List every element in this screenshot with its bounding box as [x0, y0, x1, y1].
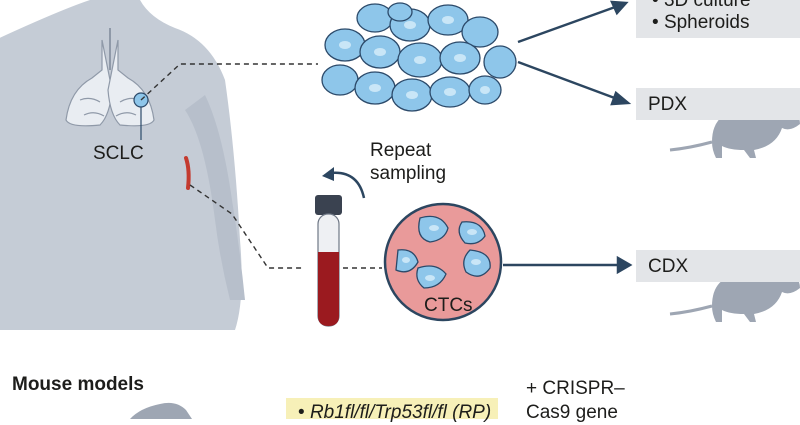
- cell-cluster-icon: [321, 2, 517, 112]
- bullet-icon: •: [652, 0, 664, 11]
- connector-arm-to-tube: [189, 184, 305, 269]
- curved-arrow-icon: [322, 167, 366, 199]
- blood-tube-icon: [315, 195, 342, 327]
- ctc-circle-icon: [383, 202, 503, 322]
- culture-list: • 3D culture • Spheroids: [652, 0, 751, 34]
- culture-item-1: • 3D culture: [652, 0, 751, 12]
- repeat-sampling-label: Repeat sampling: [370, 139, 446, 185]
- cdx-label: CDX: [648, 256, 689, 277]
- repeat-line2: sampling: [370, 163, 447, 184]
- crispr-line2: Cas9 gene: [526, 402, 618, 423]
- arrow-to-pdx: [517, 60, 632, 106]
- vein-mark: [184, 156, 191, 190]
- human-silhouette: [0, 0, 245, 330]
- ctcs-label: CTCs: [424, 295, 473, 316]
- culture-box: [636, 0, 800, 38]
- repeat-line1: Repeat: [370, 140, 432, 161]
- bullet-icon: •: [652, 12, 664, 33]
- bullet-icon: •: [298, 402, 310, 423]
- pdx-box: [636, 88, 800, 120]
- genotype-highlight: [286, 398, 498, 419]
- connector-tumor-to-cells: [140, 63, 318, 101]
- arrow-to-culture: [517, 0, 629, 44]
- pdx-label: PDX: [648, 94, 688, 115]
- sclc-label: SCLC: [93, 143, 144, 164]
- arrow-to-cdx: [503, 255, 633, 275]
- crispr-line1: + CRISPR–: [526, 378, 625, 399]
- culture-item-2: • Spheroids: [652, 12, 750, 33]
- cdx-box: [636, 250, 800, 282]
- genotype-text: Rb1fl/fl/Trp53fl/fl (RP): [309, 402, 492, 423]
- crispr-label: + CRISPR– Cas9 gene: [526, 377, 625, 425]
- mouse-models-heading: Mouse models: [12, 374, 144, 395]
- rp-genotype: • Rb1fl/fl/Trp53fl/fl (RP): [298, 402, 491, 424]
- mouse-icon: [130, 402, 192, 419]
